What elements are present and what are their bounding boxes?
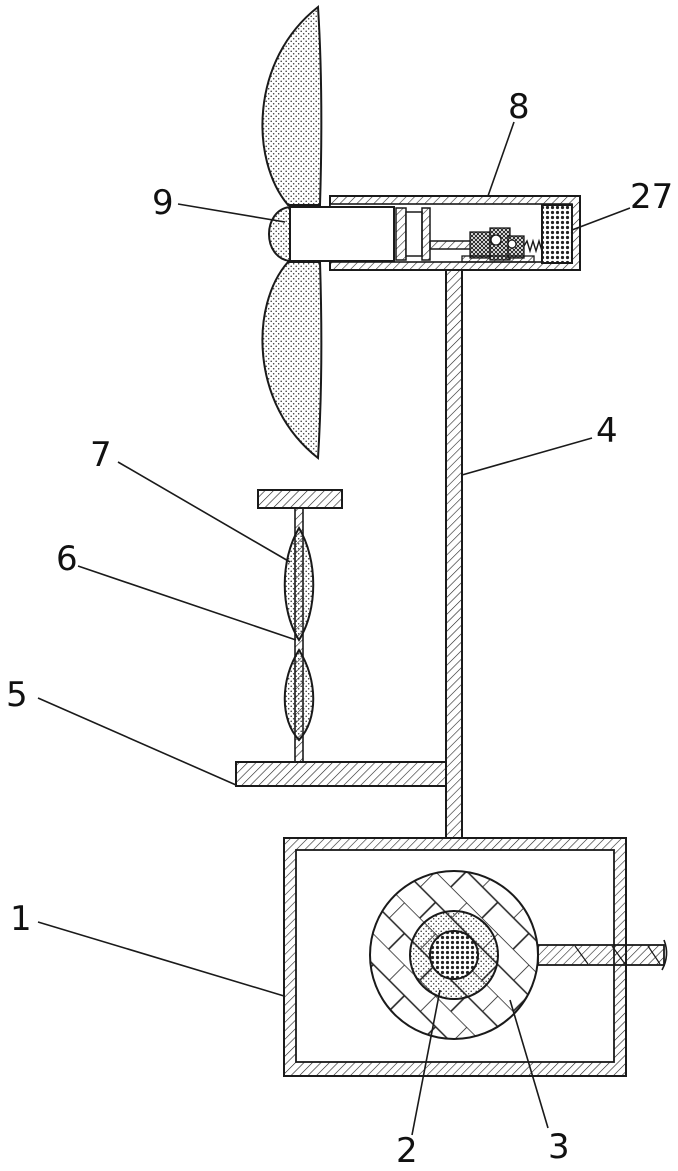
core xyxy=(430,931,478,979)
coupling-plate xyxy=(396,208,430,260)
label-2: 2 xyxy=(396,1131,418,1171)
hub-cap xyxy=(269,207,290,261)
label-9: 9 xyxy=(152,183,174,223)
lower-spring xyxy=(285,650,314,740)
output-shaft xyxy=(538,940,667,970)
label-5: 5 xyxy=(6,675,28,715)
label-6: 6 xyxy=(56,539,78,579)
label-4: 4 xyxy=(596,411,618,451)
label-7: 7 xyxy=(90,435,112,475)
upper-blade xyxy=(262,7,321,205)
lower-blade xyxy=(262,262,321,458)
label-3: 3 xyxy=(548,1127,570,1167)
top-cap-plate xyxy=(258,490,342,508)
support-column xyxy=(446,270,462,838)
motor-block xyxy=(542,205,572,263)
bracket-plate xyxy=(236,762,446,786)
upper-spring xyxy=(285,528,314,640)
generator-cylinder xyxy=(290,207,394,261)
label-27: 27 xyxy=(630,177,673,217)
label-1: 1 xyxy=(10,899,32,939)
label-8: 8 xyxy=(508,87,530,127)
